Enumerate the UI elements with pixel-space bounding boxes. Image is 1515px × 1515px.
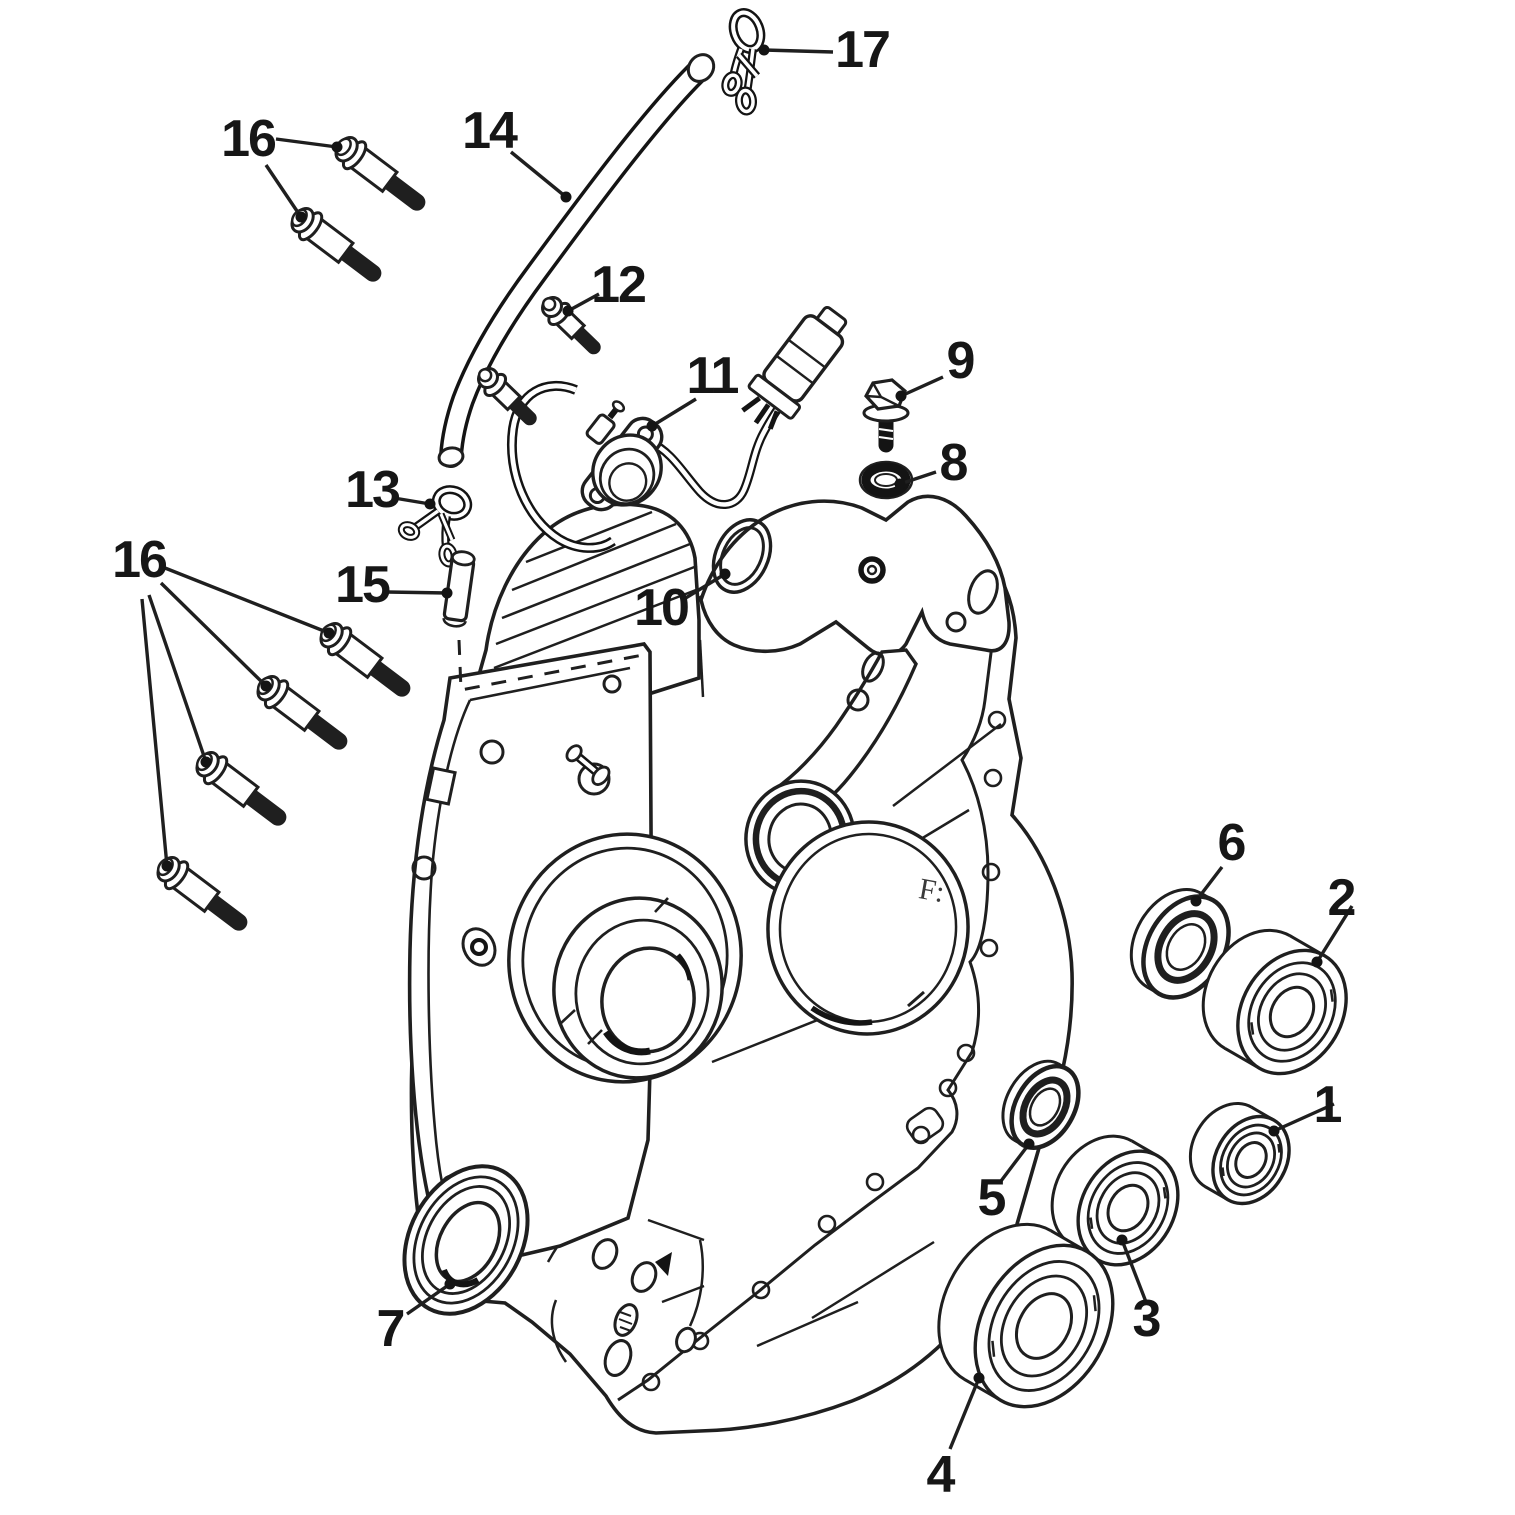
callout-label-13: 13 — [345, 461, 400, 519]
callout-16: 16 — [221, 110, 343, 223]
bolt-part-16 — [256, 674, 348, 750]
plate-main-bore — [507, 832, 743, 1084]
locator-dashed-line — [457, 639, 649, 692]
bearing-part-1 — [1188, 1101, 1291, 1206]
callout-10: 10 — [634, 568, 731, 637]
callout-7: 7 — [377, 1278, 456, 1358]
callout-label-16: 16 — [221, 110, 276, 168]
bearings-and-seals — [711, 460, 1348, 1409]
callout-11: 11 — [646, 347, 741, 432]
callout-label-14: 14 — [462, 102, 518, 160]
seal-part-5 — [1001, 1059, 1081, 1151]
casting-mark: F: — [916, 872, 946, 909]
washer-part-8 — [858, 460, 914, 500]
callout-label-3: 3 — [1133, 1290, 1161, 1348]
sensor-connector — [741, 305, 848, 430]
bolt-part-12 — [477, 366, 537, 426]
callout-2: 2 — [1311, 869, 1357, 968]
callout-label-8: 8 — [940, 434, 968, 492]
callout-3: 3 — [1116, 1234, 1163, 1348]
callout-label-9: 9 — [947, 332, 974, 390]
callout-label-1: 1 — [1314, 1076, 1342, 1134]
callout-label-7: 7 — [377, 1300, 404, 1358]
callout-9: 9 — [895, 332, 976, 402]
bearing-part-4 — [937, 1222, 1115, 1409]
callout-8: 8 — [894, 434, 970, 492]
callout-5: 5 — [978, 1138, 1035, 1227]
callout-label-4: 4 — [927, 1446, 956, 1504]
hose-clip-17 — [721, 8, 766, 116]
callout-17: 17 — [758, 21, 891, 79]
flange-bolts — [156, 135, 601, 931]
breather-pipe — [442, 550, 476, 628]
callout-label-17: 17 — [835, 21, 889, 79]
callout-label-12: 12 — [591, 256, 645, 314]
callout-15: 15 — [335, 556, 453, 614]
gasket-line — [617, 547, 994, 1402]
callout-label-10: 10 — [634, 579, 688, 637]
callout-16: 16 — [112, 531, 335, 872]
speed-sensor — [507, 305, 848, 553]
plate-stud — [565, 744, 611, 796]
right-large-bore — [766, 820, 970, 1036]
gearbox-housing: F: — [402, 494, 1074, 1435]
bolt-part-12 — [541, 295, 601, 355]
callout-label-16: 16 — [112, 531, 167, 589]
callout-label-5: 5 — [978, 1169, 1006, 1227]
callout-1: 1 — [1268, 1076, 1344, 1137]
callout-4: 4 — [927, 1372, 985, 1504]
seal-part-6 — [1129, 888, 1231, 1000]
top-bracket — [699, 494, 1011, 657]
callout-14: 14 — [462, 102, 572, 203]
callout-6: 6 — [1190, 814, 1248, 907]
callout-13: 13 — [345, 461, 436, 519]
seal-boss-7 — [402, 1164, 530, 1316]
callout-label-15: 15 — [335, 556, 390, 614]
oring-part-10 — [711, 518, 773, 594]
bottom-web-holes — [546, 1210, 705, 1377]
gasket-bolt-holes — [641, 710, 1007, 1392]
bolt-part-16 — [334, 135, 426, 211]
callout-label-6: 6 — [1218, 814, 1246, 872]
callout-label-2: 2 — [1328, 869, 1355, 927]
callout-12: 12 — [562, 256, 647, 317]
drain-bolt — [862, 378, 910, 453]
callout-label-11: 11 — [687, 347, 739, 405]
breather-hose — [437, 53, 716, 468]
bearing-part-2 — [1201, 928, 1348, 1076]
